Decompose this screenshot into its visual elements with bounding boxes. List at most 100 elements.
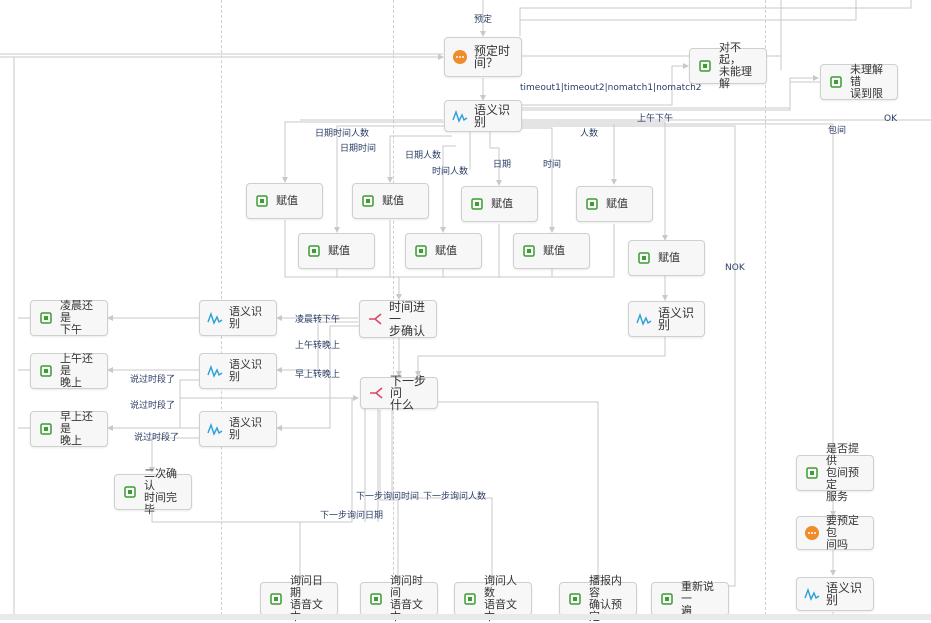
- node-ask-people[interactable]: 询问人数 语音文本: [454, 575, 532, 623]
- node-label: 赋值: [435, 244, 457, 257]
- node-label: 赋值: [658, 251, 680, 264]
- node-label: 赋值: [382, 194, 404, 207]
- wave-icon: [206, 309, 224, 327]
- node-room-service[interactable]: 是否提供 包间预定 服务: [796, 443, 874, 503]
- chip-icon: [359, 192, 377, 210]
- node-book-time[interactable]: 预定时 间？: [444, 37, 522, 77]
- node-label: 预定时 间？: [474, 44, 511, 70]
- node-label: 未理解错 误到限: [850, 63, 883, 100]
- chip-icon: [803, 464, 821, 482]
- chip-icon: [696, 57, 714, 75]
- node-label: 是否提供 包间预定 服务: [826, 442, 859, 503]
- node-report-confirm[interactable]: 播报内容 确认预定: [559, 575, 637, 623]
- node-asr-left[interactable]: 语义识别: [199, 300, 277, 336]
- edge-label: 说过时段了: [130, 401, 176, 411]
- node-label: 上午还是 晚上: [60, 352, 93, 389]
- chip-icon: [412, 242, 430, 260]
- chip-icon: [37, 420, 55, 438]
- edge-label: 上午下午: [637, 114, 674, 124]
- node-ask-time[interactable]: 询问时间 语音文本: [360, 575, 438, 623]
- node-not-understood[interactable]: 未理解错 误到限: [820, 64, 898, 100]
- node-label: 时间进一 步确认: [389, 300, 426, 338]
- node-label: 凌晨还是 下午: [60, 299, 93, 336]
- node-asr-main[interactable]: 语义识别: [444, 100, 522, 132]
- branch-icon: [366, 310, 384, 328]
- edge-label: 下一步询问日期: [320, 511, 384, 521]
- node-ask-early-eve[interactable]: 早上还是 晚上: [30, 411, 108, 447]
- node-asr-left[interactable]: 语义识别: [199, 353, 277, 389]
- edge-label: 时间: [543, 160, 562, 170]
- node-assign[interactable]: 赋值: [513, 233, 590, 269]
- node-label: 语义识别: [826, 581, 863, 607]
- node-confirm-done[interactable]: 二次确认 时间完毕: [114, 468, 192, 516]
- node-time-confirm[interactable]: 时间进一 步确认: [359, 300, 437, 338]
- chip-icon: [468, 195, 486, 213]
- edge-label: 说过时段了: [130, 375, 176, 385]
- node-label: 语义识别: [229, 358, 262, 383]
- node-label: 语义识别: [474, 103, 511, 129]
- node-ask-dawn-pm[interactable]: 凌晨还是 下午: [30, 300, 108, 336]
- node-asr-left[interactable]: 语义识别: [199, 411, 277, 447]
- node-label: 询问时间 语音文本: [390, 574, 423, 623]
- node-label: 播报内容 确认预定: [589, 574, 622, 623]
- edge-label: 日期人数: [405, 151, 442, 161]
- horizontal-scrollbar[interactable]: [0, 614, 931, 620]
- chat-bubble-icon: [451, 48, 469, 66]
- node-label: 下一步问 什么: [390, 374, 427, 412]
- node-label: 二次确认 时间完毕: [144, 467, 177, 516]
- chat-bubble-icon: [803, 524, 821, 542]
- chip-icon: [635, 249, 653, 267]
- chip-icon: [566, 590, 584, 608]
- chip-icon: [658, 590, 676, 608]
- chip-icon: [827, 73, 845, 91]
- edge-label: 凌晨转下午: [295, 315, 341, 325]
- edge-label: 包间: [828, 126, 847, 136]
- chip-icon: [520, 242, 538, 260]
- edge-label: timeout1|timeout2|nomatch1|nomatch2: [520, 83, 702, 93]
- edge-label: 下一步询问人数: [423, 492, 487, 502]
- node-label: 语义识别: [229, 305, 262, 330]
- wave-icon: [206, 420, 224, 438]
- node-assign[interactable]: 赋值: [405, 233, 482, 269]
- node-sorry[interactable]: 对不起， 未能理解: [689, 42, 767, 90]
- node-label: 赋值: [328, 244, 350, 257]
- chip-icon: [121, 483, 139, 501]
- wave-icon: [206, 362, 224, 380]
- wave-icon: [451, 107, 469, 125]
- node-ask-am-eve[interactable]: 上午还是 晚上: [30, 353, 108, 389]
- edge-label: 上午转晚上: [295, 341, 341, 351]
- node-label: 要预定包 间吗: [826, 514, 859, 551]
- node-next-ask[interactable]: 下一步问 什么: [360, 374, 438, 412]
- node-label: 语义识别: [229, 416, 262, 441]
- node-assign[interactable]: 赋值: [298, 233, 375, 269]
- node-assign[interactable]: 赋值: [628, 240, 705, 276]
- edge-label: 早上转晚上: [295, 370, 341, 380]
- chip-icon: [305, 242, 323, 260]
- node-want-room[interactable]: 要预定包 间吗: [796, 514, 874, 551]
- edge-label: 下一步询问时间: [356, 492, 420, 502]
- node-assign[interactable]: 赋值: [246, 183, 323, 219]
- node-repeat[interactable]: 重新说一 遍: [651, 580, 729, 617]
- edge-label: 说过时段了: [134, 433, 180, 443]
- wave-icon: [803, 585, 821, 603]
- node-label: 早上还是 晚上: [60, 410, 93, 447]
- chip-icon: [253, 192, 271, 210]
- node-assign[interactable]: 赋值: [352, 183, 429, 219]
- node-assign[interactable]: 赋值: [461, 186, 538, 222]
- node-asr-room[interactable]: 语义识别: [796, 577, 874, 611]
- edge-label: 日期: [493, 160, 512, 170]
- wave-icon: [635, 310, 653, 328]
- node-asr-right[interactable]: 语义识别: [628, 301, 705, 337]
- node-assign[interactable]: 赋值: [576, 186, 653, 222]
- edge-label: 时间人数: [432, 167, 469, 177]
- swimlane-divider: [765, 0, 766, 620]
- chip-icon: [583, 195, 601, 213]
- node-label: 赋值: [276, 194, 298, 207]
- chip-icon: [37, 362, 55, 380]
- node-label: 重新说一 遍: [681, 580, 714, 617]
- chip-icon: [367, 590, 385, 608]
- node-ask-date[interactable]: 询问日期 语音文本: [260, 575, 338, 623]
- node-label: 赋值: [606, 197, 628, 210]
